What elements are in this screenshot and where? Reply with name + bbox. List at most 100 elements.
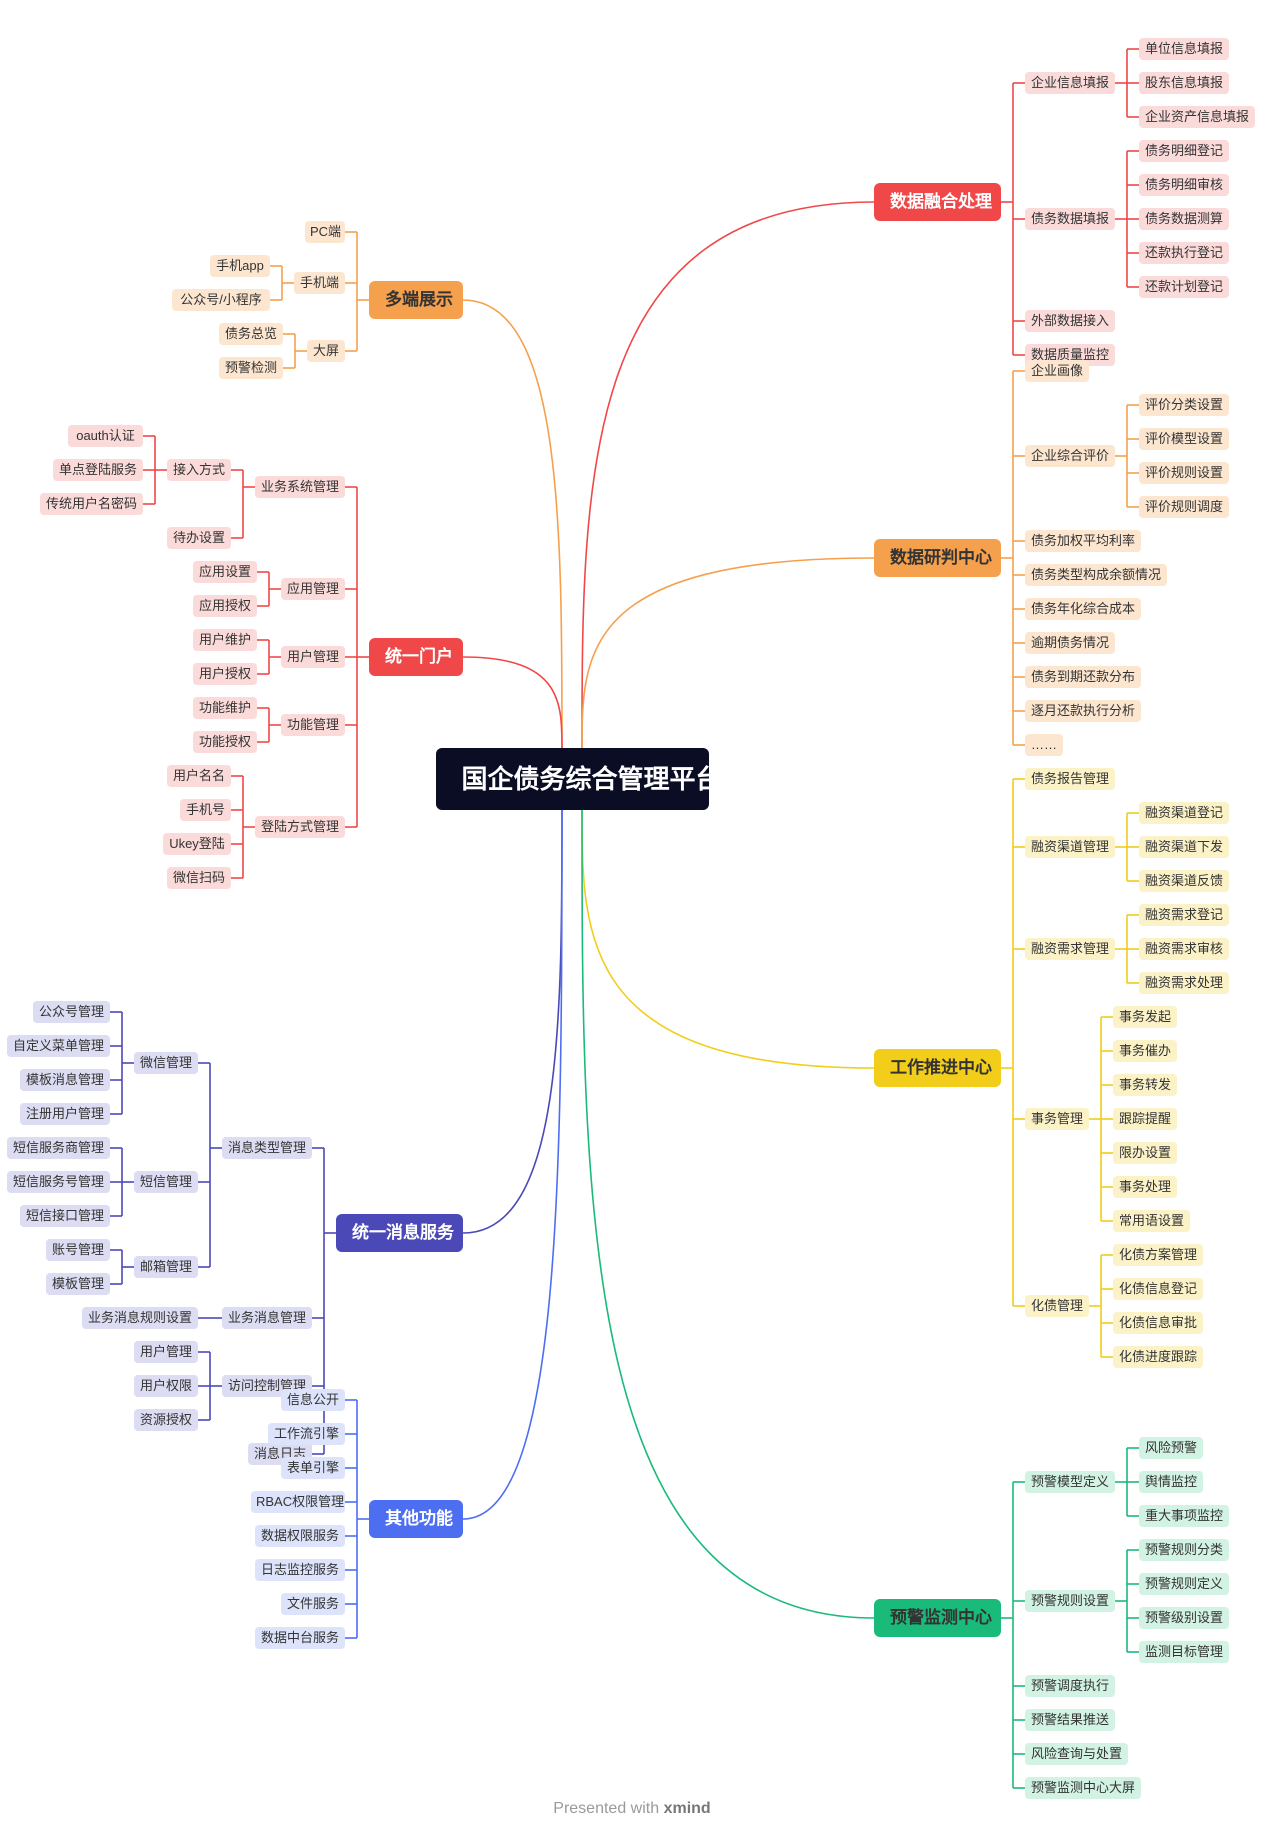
- node-4-e6898be69cbae58fb7[interactable]: 手机号: [180, 799, 231, 821]
- node-3-e58c96e580bae7aea1e79086[interactable]: 化债管理: [1025, 1295, 1089, 1317]
- node-4-e89e8de8b584e99c80e6b182[interactable]: 融资需求处理: [1139, 972, 1229, 994]
- node-4-e882a1e4b89ce4bfa1e681af[interactable]: 股东信息填报: [1139, 72, 1229, 94]
- node-4-e794a8e688b7e7bbb4e68aa4[interactable]: 用户维护: [193, 629, 257, 651]
- node-3-e9a38ee999a9e69fa5e8afa2[interactable]: 风险查询与处置: [1025, 1743, 1128, 1765]
- node-3-e6b688e681afe7b1bbe59e8b[interactable]: 消息类型管理: [222, 1137, 312, 1159]
- node-4-e982aee7aeb1e7aea1e79086[interactable]: 邮箱管理: [134, 1256, 198, 1278]
- node-3-e4bc81e4b89ae4bfa1e681af[interactable]: 企业信息填报: [1025, 72, 1115, 94]
- node-4-e8af84e4bbb7e58886e7b1bb[interactable]: 评价分类设置: [1139, 394, 1229, 416]
- node-4-e58a9fe883bde7bbb4e68aa4[interactable]: 功能维护: [193, 697, 257, 719]
- node-5-e887aae5ae9ae4b989e88f9c[interactable]: 自定义菜单管理: [7, 1035, 110, 1057]
- node-3-e98090e69c88e8bf98e6acbe[interactable]: 逐月还款执行分析: [1025, 700, 1141, 722]
- node-4-e58c96e580bae8bf9be5baa6[interactable]: 化债进度跟踪: [1113, 1346, 1203, 1368]
- node-3-e8a1a8e58d95e5bc95e6938e[interactable]: 表单引擎: [281, 1457, 345, 1479]
- node-3-e5ba94e794a8e7aea1e79086[interactable]: 应用管理: [281, 578, 345, 600]
- main-topic-tuijin[interactable]: 工作推进中心: [874, 1049, 1001, 1087]
- node-4-e99990e58a9ee8aebee7bdae[interactable]: 限办设置: [1113, 1142, 1177, 1164]
- node-5-e79fade4bfa1e69c8de58aa1[interactable]: 短信服务号管理: [7, 1171, 110, 1193]
- node-5-e4bca0e7bb9fe794a8e688b7[interactable]: 传统用户名密码: [40, 493, 143, 515]
- node-3-e799bbe99986e696b9e5bc8f[interactable]: 登陆方式管理: [255, 816, 345, 838]
- main-topic-qita[interactable]: 其他功能: [369, 1500, 463, 1538]
- node-4-e6898be69cbaapp[interactable]: 手机app: [210, 255, 270, 277]
- node-4-e580bae58aa1e680bbe8a788[interactable]: 债务总览: [219, 323, 283, 345]
- node-4-e58c96e580bae4bfa1e681af[interactable]: 化债信息登记: [1113, 1278, 1203, 1300]
- node-3-e9a284e8ada6e79b91e6b58b[interactable]: 预警监测中心大屏: [1025, 1777, 1141, 1799]
- node-5-e585ace4bc97e58fb7e7aea1[interactable]: 公众号管理: [33, 1001, 110, 1023]
- node-3-e580bae58aa1e695b0e68dae[interactable]: 债务数据填报: [1025, 208, 1115, 230]
- node-3-e4b89ae58aa1e7b3bbe7bb9f[interactable]: 业务系统管理: [255, 476, 345, 498]
- node-4-e89e8de8b584e6b8a0e98193[interactable]: 融资渠道下发: [1139, 836, 1229, 858]
- node-3-e4ba8be58aa1e7aea1e79086[interactable]: 事务管理: [1025, 1108, 1089, 1130]
- node-3-e580bae58aa1e7b1bbe59e8b[interactable]: 债务类型构成余额情况: [1025, 564, 1167, 586]
- node-3-e4b89ae58aa1e6b688e681af[interactable]: 业务消息管理: [222, 1307, 312, 1329]
- node-4-e4ba8be58aa1e582ace58a9e[interactable]: 事务催办: [1113, 1040, 1177, 1062]
- node-4-e4ba8be58aa1e5a484e79086[interactable]: 事务处理: [1113, 1176, 1177, 1198]
- main-topic-ronghe[interactable]: 数据融合处理: [874, 183, 1001, 221]
- node-4-e88886e68385e79b91e68ea7[interactable]: 舆情监控: [1139, 1471, 1203, 1493]
- node-4-e794a8e688b7e5908de5908d[interactable]: 用户名名: [167, 765, 231, 787]
- node-3-e9a284e8ada6e8a784e58899[interactable]: 预警规则设置: [1025, 1590, 1115, 1612]
- node-4-e580bae58aa1e6988ee7bb86[interactable]: 债务明细登记: [1139, 140, 1229, 162]
- main-topic-duoduan[interactable]: 多端展示: [369, 281, 463, 319]
- node-3-e794a8e688b7e7aea1e79086[interactable]: 用户管理: [281, 646, 345, 668]
- node-3-e580bae58aa1e5b9b4e58c96[interactable]: 债务年化综合成本: [1025, 598, 1141, 620]
- node-4-e68ea5e585a5e696b9e5bc8f[interactable]: 接入方式: [167, 459, 231, 481]
- node-3-e697a5e5bf97e79b91e68ea7[interactable]: 日志监控服务: [255, 1559, 345, 1581]
- node-4-e9a284e8ada6e8a784e58899[interactable]: 预警规则分类: [1139, 1539, 1229, 1561]
- node-4-e4bc81e4b89ae8b584e4baa7[interactable]: 企业资产信息填报: [1139, 106, 1255, 128]
- node-3-e69687e4bbb6e69c8de58aa1[interactable]: 文件服务: [281, 1593, 345, 1615]
- node-4-e5b8b8e794a8e8afade8aebe[interactable]: 常用语设置: [1113, 1210, 1190, 1232]
- node-4-e8af84e4bbb7e8a784e58899[interactable]: 评价规则设置: [1139, 462, 1229, 484]
- node-3-e5a4a7e5b18f[interactable]: 大屏: [307, 340, 345, 362]
- node-5-e8b4a6e58fb7e7aea1e79086[interactable]: 账号管理: [46, 1239, 110, 1261]
- node-4-e9a284e8ada6e6a380e6b58b[interactable]: 预警检测: [219, 357, 283, 379]
- node-4-e8b584e6ba90e68e88e69d83[interactable]: 资源授权: [134, 1409, 198, 1431]
- node-4-e9a284e8ada6e8a784e58899[interactable]: 预警规则定义: [1139, 1573, 1229, 1595]
- node-3-e580bae58aa1e68aa5e5918a[interactable]: 债务报告管理: [1025, 768, 1115, 790]
- node-3-e580bae58aa1e588b0e69c9f[interactable]: 债务到期还款分布: [1025, 666, 1141, 688]
- node-4-e89e8de8b584e99c80e6b182[interactable]: 融资需求登记: [1139, 904, 1229, 926]
- node-4-e5ba94e794a8e8aebee7bdae[interactable]: 应用设置: [193, 561, 257, 583]
- node-4-e5beaee4bfa1e689abe7a081[interactable]: 微信扫码: [167, 867, 231, 889]
- node-4-e5be85e58a9ee8aebee7bdae[interactable]: 待办设置: [167, 527, 231, 549]
- node-4-e5ba94e794a8e68e88e69d83[interactable]: 应用授权: [193, 595, 257, 617]
- main-topic-yanpan[interactable]: 数据研判中心: [874, 539, 1001, 577]
- node-4-e9a284e8ada6e7baa7e588ab[interactable]: 预警级别设置: [1139, 1607, 1229, 1629]
- node-4-e58d95e4bd8de4bfa1e681af[interactable]: 单位信息填报: [1139, 38, 1229, 60]
- node-5-oauthe8aea4e8af81[interactable]: oauth认证: [68, 425, 143, 447]
- node-3-e695b0e68daee4b8ade58fb0[interactable]: 数据中台服务: [255, 1627, 345, 1649]
- main-topic-yujing[interactable]: 预警监测中心: [874, 1599, 1001, 1637]
- node-5-e58d95e782b9e799bbe99986[interactable]: 单点登陆服务: [53, 459, 143, 481]
- node-4-e585ace4bc97e58fb72fe5b0[interactable]: 公众号/小程序: [172, 289, 270, 311]
- node-4-e8bf98e6acbee689a7e8a18c[interactable]: 还款执行登记: [1139, 242, 1229, 264]
- node-3-e9a284e8ada6e7bb93e69e9c[interactable]: 预警结果推送: [1025, 1709, 1115, 1731]
- node-4-e58a9fe883bde68e88e69d83[interactable]: 功能授权: [193, 731, 257, 753]
- node-3-e9a284e8ada6e6a8a1e59e8b[interactable]: 预警模型定义: [1025, 1471, 1115, 1493]
- node-3-e6898be69cbae7abaf[interactable]: 手机端: [294, 272, 345, 294]
- node-4-e9a38ee999a9e9a284e8ada6[interactable]: 风险预警: [1139, 1437, 1203, 1459]
- node-3-e695b0e68daee69d83e99990[interactable]: 数据权限服务: [255, 1525, 345, 1547]
- node-3-e580bae58aa1e58aa0e69d83[interactable]: 债务加权平均利率: [1025, 530, 1141, 552]
- node-3-e9a284e8ada6e8b083e5baa6[interactable]: 预警调度执行: [1025, 1675, 1115, 1697]
- node-5-e79fade4bfa1e68ea5e58fa3[interactable]: 短信接口管理: [20, 1205, 110, 1227]
- node-4-e4ba8be58aa1e58f91e8b5b7[interactable]: 事务发起: [1113, 1006, 1177, 1028]
- node-4-e794a8e688b7e7aea1e79086[interactable]: 用户管理: [134, 1341, 198, 1363]
- node-5-e6a8a1e69dbfe7aea1e79086[interactable]: 模板管理: [46, 1273, 110, 1295]
- node-4-e5beaee4bfa1e7aea1e79086[interactable]: 微信管理: [134, 1052, 198, 1074]
- node-4-e794a8e688b7e69d83e99990[interactable]: 用户权限: [134, 1375, 198, 1397]
- node-4-ukeye799bbe99986[interactable]: Ukey登陆: [163, 833, 231, 855]
- node-3-e4bc81e4b89ae7bbbce59088[interactable]: 企业综合评价: [1025, 445, 1115, 467]
- root-topic[interactable]: 国企债务综合管理平台: [435, 748, 722, 810]
- node-4-e580bae58aa1e695b0e68dae[interactable]: 债务数据测算: [1139, 208, 1229, 230]
- node-4-e8af84e4bbb7e8a784e58899[interactable]: 评价规则调度: [1139, 496, 1229, 518]
- node-4-e8af84e4bbb7e6a8a1e59e8b[interactable]: 评价模型设置: [1139, 428, 1229, 450]
- node-4-e79fade4bfa1e7aea1e79086[interactable]: 短信管理: [134, 1171, 198, 1193]
- node-4-e4b89ae58aa1e6b688e681af[interactable]: 业务消息规则设置: [82, 1307, 198, 1329]
- node-3-e4bc81e4b89ae794bbe5838f[interactable]: 企业画像: [1025, 360, 1089, 382]
- node-3-rbace69d83e99990e7aea1e7[interactable]: RBAC权限管理: [251, 1491, 345, 1513]
- node-5-e79fade4bfa1e69c8de58aa1[interactable]: 短信服务商管理: [7, 1137, 110, 1159]
- node-4-e794a8e688b7e68e88e69d83[interactable]: 用户授权: [193, 663, 257, 685]
- node-4-e8bf98e6acbee8aea1e58892[interactable]: 还款计划登记: [1139, 276, 1229, 298]
- node-5-e6b3a8e5868ce794a8e688b7[interactable]: 注册用户管理: [20, 1103, 110, 1125]
- node-4-e89e8de8b584e99c80e6b182[interactable]: 融资需求审核: [1139, 938, 1229, 960]
